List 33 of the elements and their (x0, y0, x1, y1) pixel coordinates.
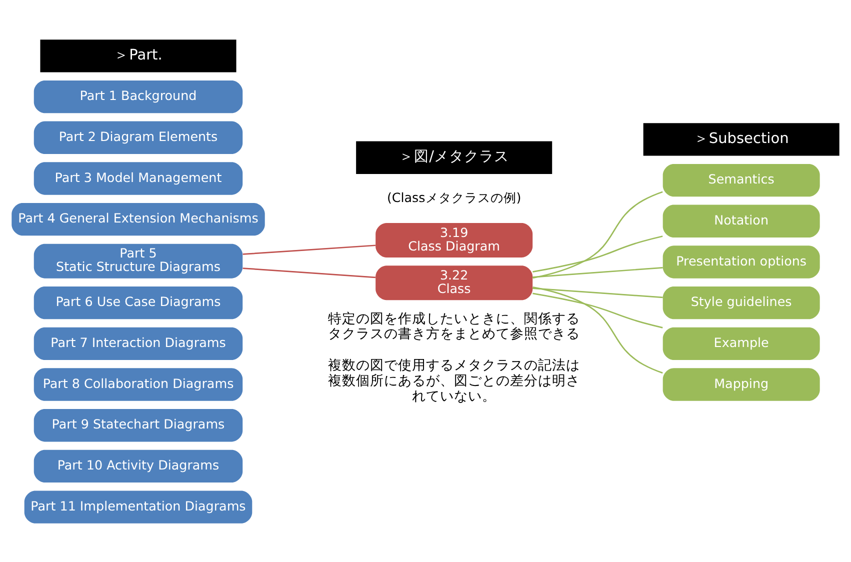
node-box: Part 11 Implementation Diagrams (24, 490, 252, 523)
node-box: Example (662, 326, 820, 360)
node-box: Part 8 Collaboration Diagrams (34, 368, 243, 400)
node-box: 3.22 Class (376, 265, 533, 300)
connector (532, 286, 663, 374)
connector (532, 287, 663, 298)
label: (Classメタクラスの例) (386, 189, 522, 204)
node-box: Part 5 Static Structure Diagrams (34, 243, 243, 278)
connector (242, 267, 376, 278)
node-box: Part 4 General Extension Mechanisms (12, 202, 265, 236)
node-box: Style guidelines (662, 286, 820, 319)
connector (532, 190, 663, 278)
node-box: Semantics (662, 163, 820, 196)
node-box: Notation (662, 204, 820, 237)
label: 特定の図を作成したいときに、関係するタクラスの書き方をまとめて参照できる (328, 310, 580, 342)
node-box: 3.19 Class Diagram (376, 222, 533, 257)
node-box: Presentation options (662, 245, 820, 278)
node-box: Part 10 Activity Diagrams (34, 449, 243, 482)
node-box: Part 3 Model Management (34, 162, 243, 194)
node-box: Part 7 Interaction Diagrams (34, 326, 243, 360)
node-box: Part 1 Background (34, 80, 243, 113)
connector (242, 244, 376, 254)
connector (532, 266, 663, 278)
node-box: Part 2 Diagram Elements (34, 120, 243, 154)
connector (532, 235, 663, 272)
label: ＞Subsection (694, 130, 789, 146)
node-box: Mapping (662, 368, 820, 400)
label: ＞図/メタクラス (399, 148, 510, 165)
node-box: Part 6 Use Case Diagrams (34, 286, 243, 319)
label: 複数の図で使用するメタクラスの記法は複数個所にあるが、図ごとの差分は明されていない。 (328, 357, 580, 404)
connector (532, 292, 663, 328)
node-box: Part 9 Statechart Diagrams (34, 408, 243, 442)
label: ＞Part. (114, 46, 162, 63)
